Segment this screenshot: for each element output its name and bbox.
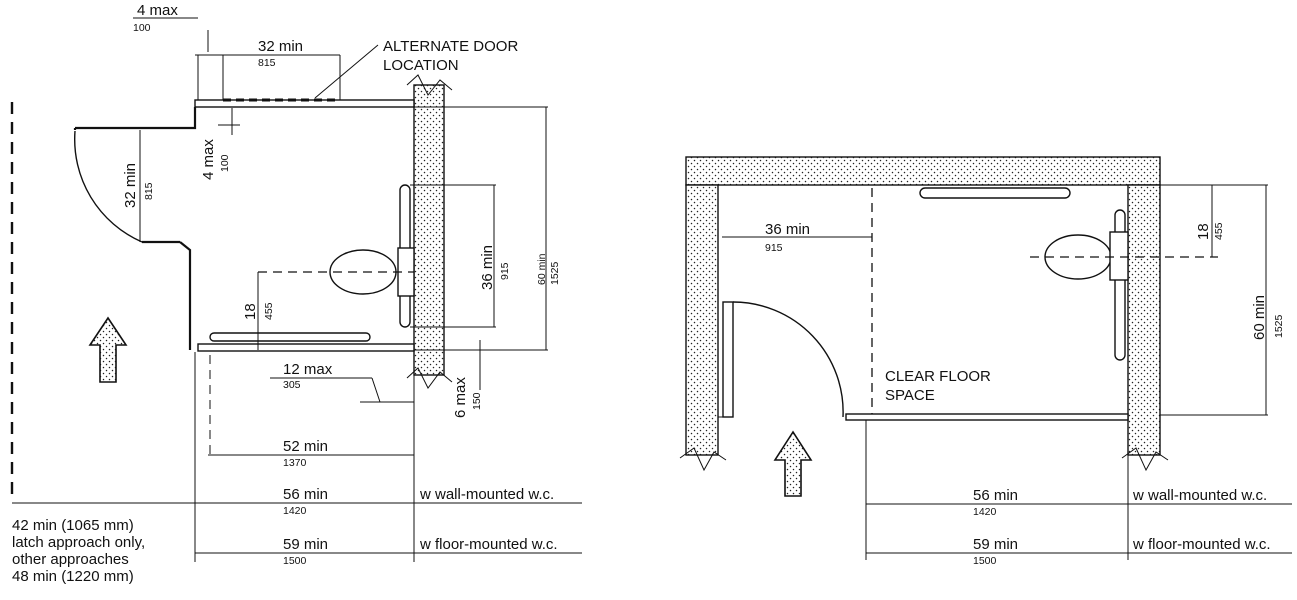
note-floor-mounted: w floor-mounted w.c.	[419, 536, 558, 553]
left-wall	[685, 184, 719, 456]
side-grab-bar	[209, 332, 371, 342]
bottom-partition	[197, 343, 415, 352]
approach-note-4: 48 min (1220 mm)	[12, 568, 134, 585]
dim-56min-metric: 1420	[283, 505, 307, 517]
dim-36min: 36 min	[479, 245, 496, 290]
dim-door-width-metric: 815	[143, 182, 155, 200]
dim-59min: 59 min	[283, 536, 328, 553]
toilet-tank-right	[1109, 231, 1129, 281]
dim-56min-right-metric: 1420	[973, 506, 997, 518]
door-swing	[73, 130, 143, 243]
approach-note-1: 42 min (1065 mm)	[12, 517, 134, 534]
clear-floor-label-1: CLEAR FLOOR	[885, 368, 991, 385]
front-partition-bottom	[179, 241, 192, 350]
dim-18-right: 18	[1195, 223, 1212, 240]
dim-60min-right-metric: 1525	[1273, 314, 1285, 338]
front-partition-top	[75, 107, 197, 130]
clear-floor-label-2: SPACE	[885, 387, 935, 404]
approach-note-2: latch approach only,	[12, 534, 145, 551]
top-wall	[685, 156, 1161, 186]
right-stall-plan: 36 min 915 18 455 60 min 1525 CLEAR FLOO…	[679, 156, 1292, 567]
dim-18: 18	[242, 303, 259, 320]
dim-12max-metric: 305	[283, 379, 301, 391]
dim-4max-side: 4 max	[200, 139, 217, 180]
note-wall-mounted: w wall-mounted w.c.	[419, 486, 554, 503]
dim-60min: 60 min	[536, 253, 548, 285]
label-alt-door-2: LOCATION	[383, 57, 459, 74]
dim-59min-right: 59 min	[973, 536, 1018, 553]
dim-door-width: 32 min	[122, 163, 139, 208]
dim-alt-door-metric: 815	[258, 57, 276, 69]
dim-56min: 56 min	[283, 486, 328, 503]
dim-59min-metric: 1500	[283, 555, 307, 567]
dim-36min-metric: 915	[499, 262, 511, 280]
dim-36min-right-metric: 915	[765, 242, 783, 254]
top-grab-bar	[919, 187, 1071, 199]
label-alt-door-1: ALTERNATE DOOR	[383, 38, 518, 55]
dim-52min-metric: 1370	[283, 457, 307, 469]
wall-break-top	[406, 74, 453, 96]
dim-52min: 52 min	[283, 438, 328, 455]
rear-wall	[413, 84, 445, 376]
dim-18-metric: 455	[263, 302, 275, 320]
wall-break-left	[679, 447, 727, 472]
dim-59min-right-metric: 1500	[973, 555, 997, 567]
dim-60min-metric: 1525	[549, 261, 561, 285]
note-floor-mounted-right: w floor-mounted w.c.	[1132, 536, 1271, 553]
wall-break-bottom	[406, 367, 453, 389]
door-leaf-right	[722, 301, 734, 418]
dim-60min-right: 60 min	[1251, 295, 1268, 340]
door-swing-right	[732, 301, 844, 418]
left-stall-plan: 4 max 100 32 min 815 ALTERNATE DOOR LOCA…	[10, 2, 582, 585]
front-partition-right	[845, 413, 1129, 421]
dim-6max-metric: 150	[471, 392, 483, 410]
wall-break-right	[1121, 447, 1169, 472]
approach-arrow-right	[773, 430, 813, 497]
dim-4max-top: 4 max	[137, 2, 178, 19]
dim-36min-right: 36 min	[765, 221, 810, 238]
approach-note-3: other approaches	[12, 551, 129, 568]
dim-alt-door: 32 min	[258, 38, 303, 55]
dim-6max: 6 max	[452, 377, 469, 418]
dim-12max: 12 max	[283, 361, 333, 378]
approach-arrow	[88, 316, 128, 383]
note-wall-mounted-right: w wall-mounted w.c.	[1132, 487, 1267, 504]
dim-56min-right: 56 min	[973, 487, 1018, 504]
dim-4max-top-metric: 100	[133, 22, 151, 34]
right-wall	[1127, 184, 1161, 456]
dim-4max-side-metric: 100	[219, 154, 231, 172]
dim-18-right-metric: 455	[1213, 222, 1225, 240]
